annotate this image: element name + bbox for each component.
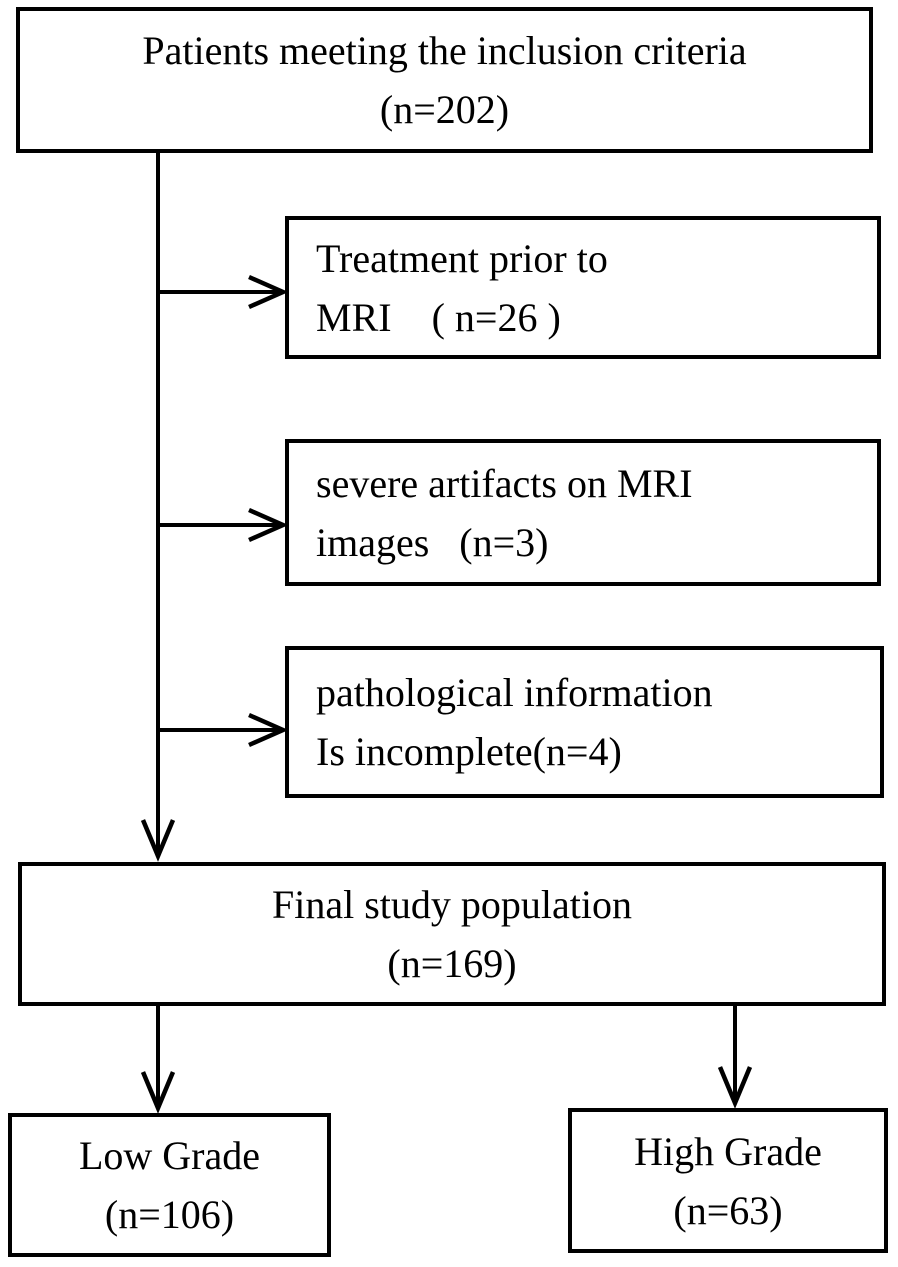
exclusion-artifacts-count: images (n=3)	[316, 519, 549, 565]
arrow-inclusion-to-final	[140, 153, 176, 862]
arrow-to-exclusion-artifacts	[158, 507, 289, 543]
high-grade-box: High Grade (n=63)	[568, 1108, 888, 1253]
arrowhead-down-icon	[140, 1071, 176, 1114]
exclusion-treatment-box: Treatment prior to MRI ( n=26 )	[285, 216, 881, 359]
arrow-to-exclusion-pathology	[158, 712, 289, 748]
exclusion-pathology-count: Is incomplete(n=4)	[316, 729, 622, 774]
final-population-box: Final study population (n=169)	[18, 862, 886, 1006]
low-grade-box: Low Grade (n=106)	[8, 1113, 331, 1257]
arrow-final-to-high-grade	[717, 1006, 753, 1109]
exclusion-pathology-box: pathological information Is incomplete(n…	[285, 646, 884, 798]
exclusion-treatment-text: Treatment prior to	[316, 235, 608, 281]
exclusion-artifacts-box: severe artifacts on MRI images (n=3)	[285, 439, 881, 586]
exclusion-treatment-count: MRI ( n=26 )	[316, 294, 561, 340]
exclusion-pathology-text: pathological information	[316, 670, 713, 715]
high-grade-text: High Grade	[634, 1128, 822, 1174]
arrowhead-down-icon	[140, 819, 176, 862]
arrowhead-right-icon	[248, 274, 289, 310]
arrowhead-down-icon	[717, 1066, 753, 1109]
final-population-text: Final study population	[272, 882, 632, 927]
arrowhead-right-icon	[248, 507, 289, 543]
arrow-final-to-low-grade	[140, 1006, 176, 1114]
exclusion-artifacts-text: severe artifacts on MRI	[316, 460, 693, 506]
arrowhead-right-icon	[248, 712, 289, 748]
low-grade-text: Low Grade	[78, 1133, 261, 1178]
high-grade-count: (n=63)	[673, 1187, 783, 1233]
arrow-to-exclusion-treatment	[158, 274, 289, 310]
final-population-count: (n=169)	[387, 941, 517, 986]
inclusion-criteria-count: (n=202)	[379, 87, 510, 132]
low-grade-count: (n=106)	[104, 1192, 235, 1237]
inclusion-criteria-box: Patients meeting the inclusion criteria …	[16, 7, 873, 153]
inclusion-criteria-text: Patients meeting the inclusion criteria	[142, 28, 747, 73]
